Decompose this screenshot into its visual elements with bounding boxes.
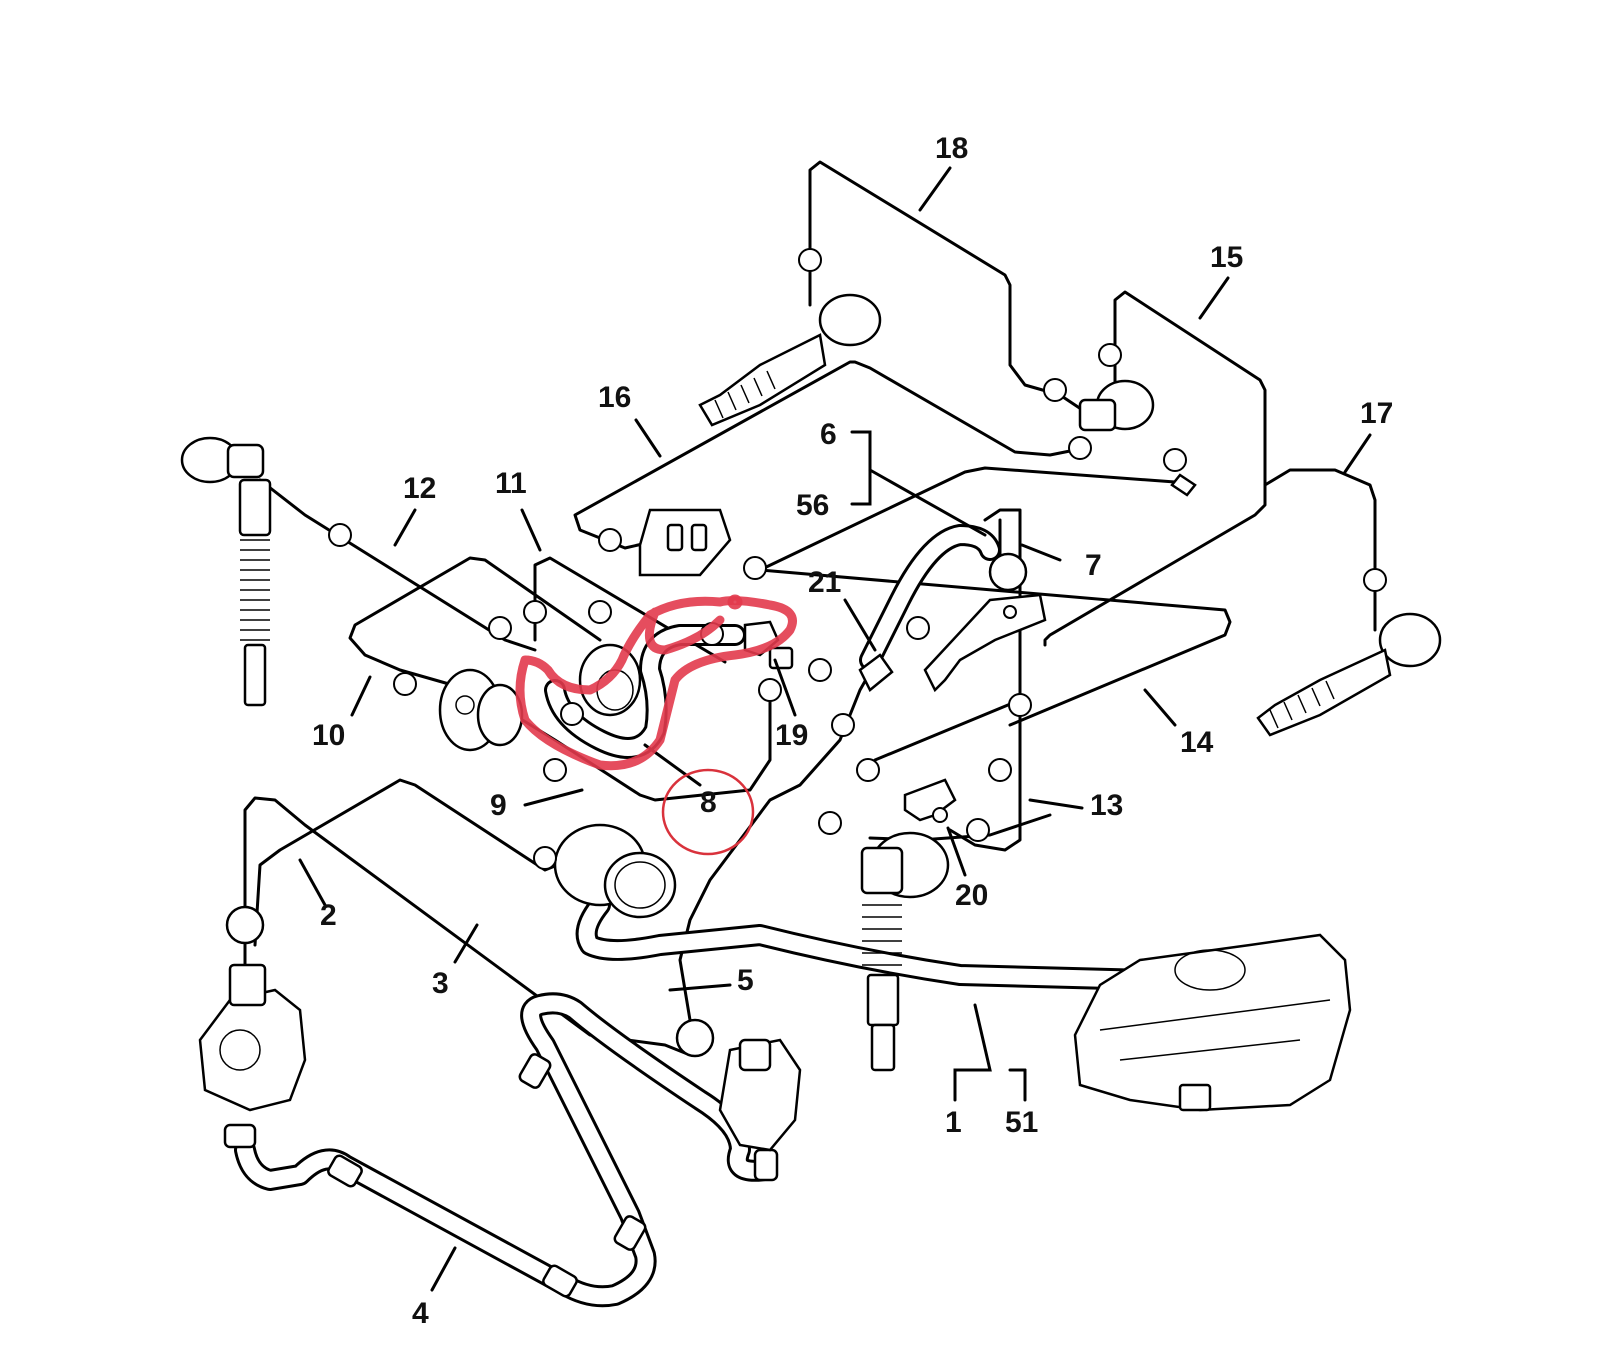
callout-14: 14 bbox=[1180, 726, 1214, 759]
hose-collars bbox=[223, 966, 1144, 1298]
callout-16: 16 bbox=[598, 381, 631, 414]
pipe-18 bbox=[808, 160, 1092, 417]
callout-13: 13 bbox=[1090, 789, 1123, 822]
callout-7: 7 bbox=[1085, 549, 1102, 582]
callout-19: 19 bbox=[775, 719, 808, 752]
callout-labels: 18 15 17 16 6 56 12 11 7 21 10 19 14 9 8… bbox=[312, 132, 1393, 1330]
callout-4: 4 bbox=[412, 1297, 429, 1330]
hose-7-large bbox=[859, 524, 1001, 671]
callout-9: 9 bbox=[490, 789, 507, 822]
callout-3: 3 bbox=[432, 967, 449, 1000]
pump-mid-left bbox=[438, 668, 524, 752]
pipe-2 bbox=[243, 796, 692, 1057]
pump-centre-canister bbox=[553, 823, 677, 919]
callout-5: 5 bbox=[737, 964, 754, 997]
callout-15: 15 bbox=[1210, 241, 1243, 274]
callout-1: 1 bbox=[945, 1106, 962, 1139]
red-highlight-annotation bbox=[515, 594, 797, 856]
large-nodes bbox=[225, 552, 1028, 1058]
pump-lower-right bbox=[718, 1038, 802, 1152]
callout-10: 10 bbox=[312, 719, 345, 752]
injector-center bbox=[860, 831, 950, 1072]
callout-17: 17 bbox=[1360, 397, 1393, 430]
injector-mid-right bbox=[1078, 379, 1197, 497]
callout-11: 11 bbox=[495, 467, 527, 500]
pipe-10 bbox=[348, 556, 602, 692]
injector-right bbox=[1256, 612, 1442, 737]
junction-nodes bbox=[328, 248, 1387, 870]
callout-12: 12 bbox=[403, 472, 436, 505]
pump-left bbox=[198, 963, 307, 1112]
pipe-15 bbox=[1043, 290, 1267, 647]
clip-21 bbox=[858, 653, 894, 692]
pipe-17 bbox=[1263, 468, 1377, 632]
callout-51: 51 bbox=[1005, 1106, 1038, 1139]
leader-lines bbox=[298, 166, 1372, 1292]
injector-left bbox=[180, 436, 272, 707]
callout-6: 6 bbox=[820, 418, 837, 451]
tee-20 bbox=[903, 778, 957, 823]
callout-56: 56 bbox=[796, 489, 829, 522]
callout-8: 8 bbox=[700, 786, 717, 819]
callout-2: 2 bbox=[320, 899, 337, 932]
callout-21: 21 bbox=[808, 566, 841, 599]
callout-18: 18 bbox=[935, 132, 968, 165]
highlight-outline bbox=[515, 596, 797, 771]
highlight-circle bbox=[661, 768, 755, 856]
fuel-tank-filter bbox=[1073, 933, 1352, 1112]
fuel-rail-top bbox=[638, 508, 732, 577]
pipe-12 bbox=[258, 478, 537, 652]
callout-20: 20 bbox=[955, 879, 988, 912]
injector-mid-small bbox=[923, 593, 1047, 693]
injector-top bbox=[698, 293, 882, 427]
